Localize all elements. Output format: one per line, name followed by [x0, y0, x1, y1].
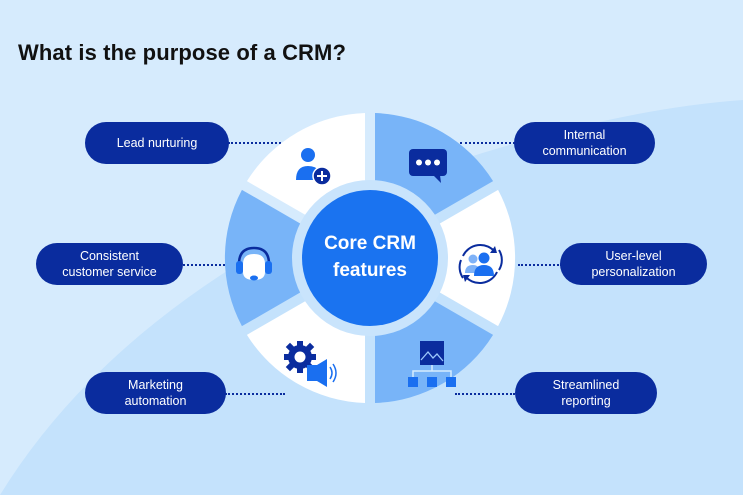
pill-lead-nurturing[interactable]: Lead nurturing [85, 122, 229, 164]
pill-label: Consistent customer service [62, 249, 157, 279]
pill-label: Lead nurturing [116, 136, 198, 150]
pill-label: Marketing automation [124, 378, 187, 408]
connector-internal-communication [460, 142, 515, 144]
segment-consistent-customer-service [224, 189, 307, 327]
pill-user-level-personalization[interactable]: User-level personalization [560, 243, 707, 285]
pill-label: Internal communication [542, 128, 627, 158]
connector-consistent-customer-service [183, 264, 233, 266]
connector-streamlined-reporting [455, 393, 515, 395]
pill-streamlined-reporting[interactable]: Streamlined reporting [515, 372, 657, 414]
pill-label: Streamlined reporting [552, 378, 620, 408]
connector-lead-nurturing [228, 142, 292, 144]
center-label-line2: features [333, 260, 407, 281]
page-title: What is the purpose of a CRM? [18, 40, 347, 65]
pill-label: User-level personalization [591, 249, 676, 279]
center-circle [302, 190, 438, 326]
center-label-line1: Core CRM [324, 233, 416, 254]
users-sync-icon [458, 243, 503, 285]
connector-user-level-personalization [518, 264, 562, 266]
pill-marketing-automation[interactable]: Marketing automation [85, 372, 226, 414]
headset-icon [236, 246, 272, 281]
add-user-icon [296, 148, 332, 186]
gear-megaphone-icon [284, 341, 337, 387]
pill-consistent-customer-service[interactable]: Consistent customer service [36, 243, 183, 285]
connector-marketing-automation [225, 393, 285, 395]
chat-bubble-icon [409, 149, 447, 183]
report-hierarchy-icon [408, 341, 456, 387]
pill-internal-communication[interactable]: Internal communication [514, 122, 655, 164]
center-label: Core CRM features [302, 230, 438, 284]
